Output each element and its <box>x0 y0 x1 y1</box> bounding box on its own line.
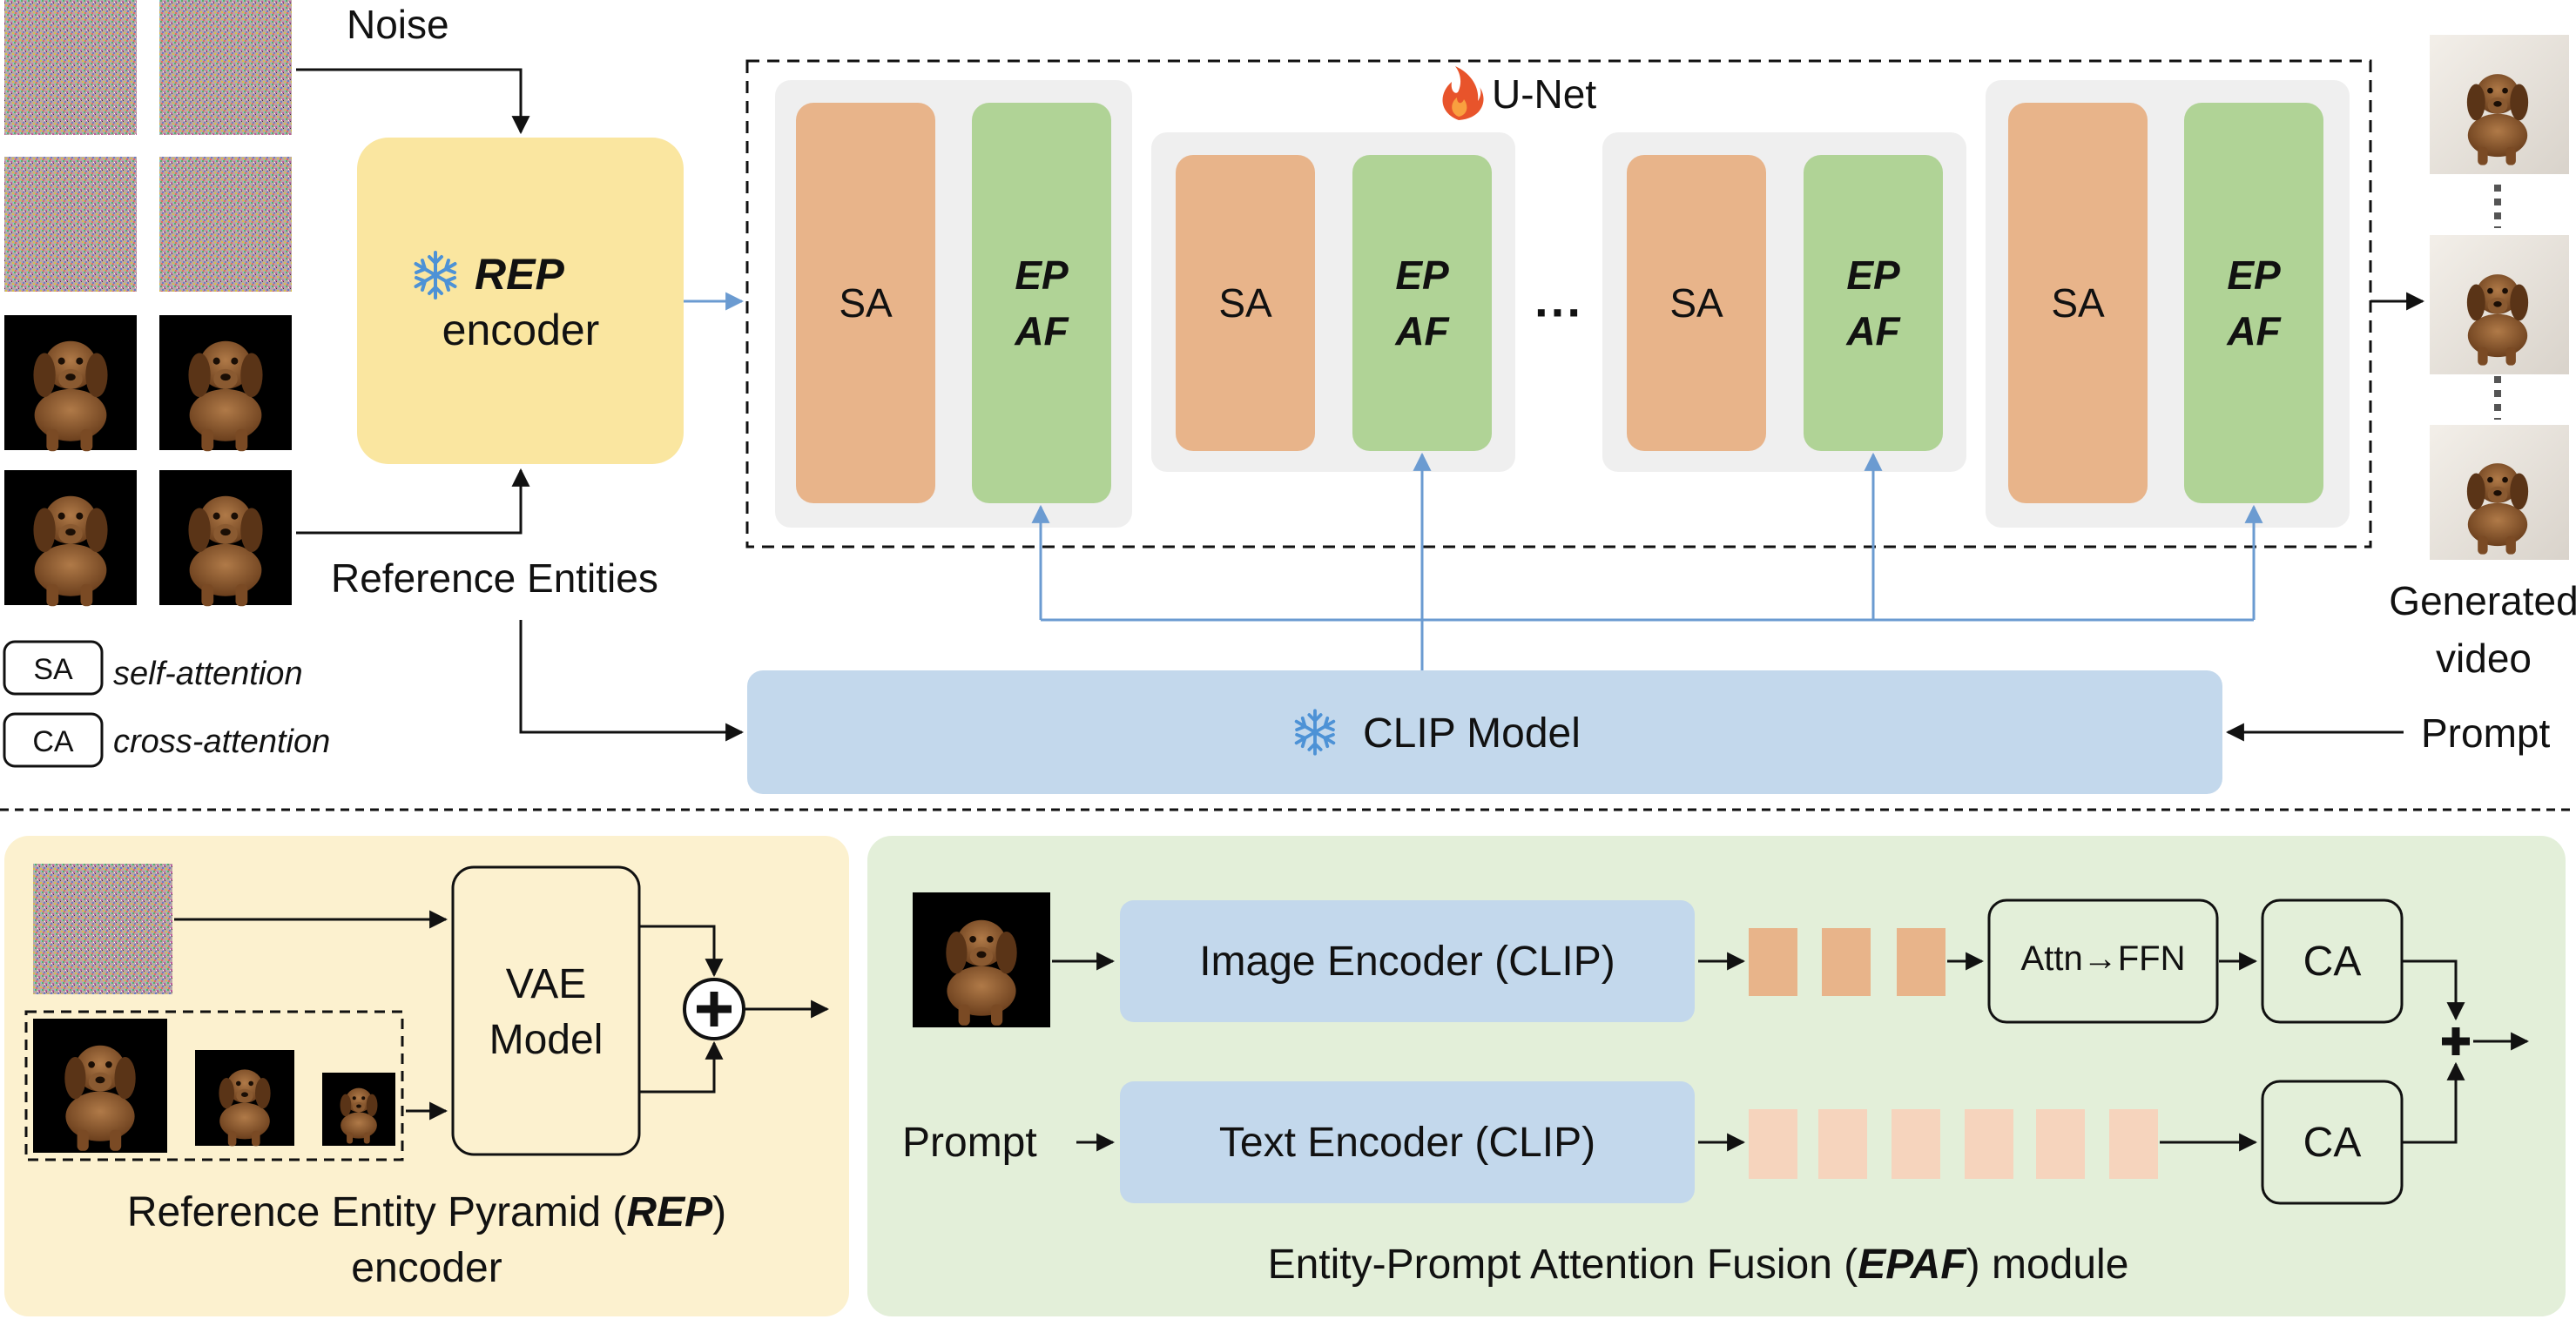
rep-encoder-title: REP <box>475 250 564 299</box>
ellipsis: ··· <box>1534 285 1583 340</box>
noise-label: Noise <box>347 2 449 47</box>
image-encoder-label: Image Encoder (CLIP) <box>1199 939 1615 985</box>
reference-entities-label: Reference Entities <box>331 555 658 601</box>
noise-image <box>4 157 137 292</box>
video-frame <box>2430 425 2569 560</box>
legend-key-box <box>3 640 104 696</box>
ca-label: CA <box>2303 1120 2362 1166</box>
video-frame <box>2430 35 2569 174</box>
prompt-label: Prompt <box>2421 710 2550 756</box>
unet-frame <box>745 59 2372 549</box>
noise-image <box>159 0 292 135</box>
epaf-caption: Entity-Prompt Attention Fusion (EPAF) mo… <box>1268 1242 2129 1288</box>
vae-label-line2: Model <box>489 1017 604 1063</box>
epaf-label-af: AF <box>1014 308 1069 353</box>
text-encoder-box <box>1120 1081 1695 1203</box>
epaf-block <box>972 103 1111 503</box>
legend-key: CA <box>32 725 74 758</box>
legend: SA self-attention CA cross-attention <box>3 640 330 768</box>
epaf-block <box>2184 103 2323 503</box>
rep-caption: Reference Entity Pyramid (REP) <box>127 1189 726 1235</box>
rep-encoder-subtitle: encoder <box>442 306 600 354</box>
text-token <box>1818 1109 1867 1179</box>
fire-icon <box>1442 66 1484 120</box>
clip-model-box <box>747 670 2222 794</box>
reference-dog-image <box>4 470 137 607</box>
legend-key: SA <box>33 653 73 686</box>
text-token <box>1965 1109 2013 1179</box>
add-icon <box>2442 1027 2470 1055</box>
reference-arrow <box>296 468 530 535</box>
noise-arrow <box>296 68 530 135</box>
text-token <box>1892 1109 1940 1179</box>
epaf-label-af: AF <box>2226 308 2282 353</box>
noise-image <box>33 864 172 994</box>
vae-model-box <box>451 865 641 1156</box>
image-encoder-box <box>1120 900 1695 1022</box>
sa-label: SA <box>1669 280 1723 326</box>
generated-video-label: Generated <box>2389 578 2576 623</box>
epaf-block <box>1352 155 1492 451</box>
ca-label: CA <box>2303 939 2362 985</box>
reference-dog-image <box>159 315 292 452</box>
text-token <box>2109 1109 2158 1179</box>
epaf-prompt-label: Prompt <box>902 1120 1037 1166</box>
legend-key-box <box>3 712 104 768</box>
entity-image <box>913 892 1050 1027</box>
clip-conditioning-arrows <box>1031 452 2263 670</box>
epaf-label-ep: EP <box>1395 252 1449 298</box>
pyramid-image-small <box>322 1073 395 1146</box>
epaf-label-ep: EP <box>1846 252 1900 298</box>
epaf-label-af: AF <box>1394 308 1450 353</box>
noise-image <box>4 0 137 135</box>
legend-desc: self-attention <box>113 656 303 692</box>
add-icon <box>683 978 745 1040</box>
text-encoder-label: Text Encoder (CLIP) <box>1219 1120 1595 1166</box>
legend-desc: cross-attention <box>113 724 330 760</box>
rep-encoder-box <box>357 138 684 464</box>
epaf-label-ep: EP <box>1015 252 1069 298</box>
sa-label: SA <box>2051 280 2105 326</box>
sa-block <box>1627 155 1766 451</box>
sa-label: SA <box>1218 280 1272 326</box>
video-frame <box>2430 235 2569 374</box>
sa-block <box>2008 103 2148 503</box>
pyramid-image-medium <box>195 1050 294 1147</box>
reference-dog-image <box>4 315 137 452</box>
text-token <box>2036 1109 2085 1179</box>
epaf-block <box>1804 155 1943 451</box>
vae-label-line1: VAE <box>506 961 586 1007</box>
sa-label: SA <box>839 280 893 326</box>
sa-block <box>1176 155 1315 451</box>
vae-out-arrow-bottom <box>639 1040 724 1094</box>
reference-to-clip-arrow <box>519 620 745 742</box>
generated-video-label-2: video <box>2436 636 2532 681</box>
sa-block <box>796 103 935 503</box>
noise-image <box>159 157 292 292</box>
rep-caption-line2: encoder <box>351 1245 502 1291</box>
text-token <box>1749 1109 1797 1179</box>
epaf-label-af: AF <box>1845 308 1901 353</box>
image-token <box>1897 928 1945 996</box>
reference-dog-image <box>159 470 292 607</box>
attn-ffn-box <box>1987 899 2219 1024</box>
image-token <box>1822 928 1871 996</box>
attn-ffn-label: Attn→FFN <box>2021 939 2186 978</box>
image-token <box>1749 928 1797 996</box>
ca-merge-arrow-top <box>2402 959 2465 1021</box>
clip-model-label: CLIP Model <box>1363 710 1581 757</box>
vae-out-arrow-top <box>639 925 724 978</box>
epaf-label-ep: EP <box>2227 252 2281 298</box>
unet-label: U-Net <box>1492 71 1596 117</box>
pyramid-image-large <box>33 1019 167 1153</box>
ca-merge-arrow-bottom <box>2402 1061 2465 1144</box>
